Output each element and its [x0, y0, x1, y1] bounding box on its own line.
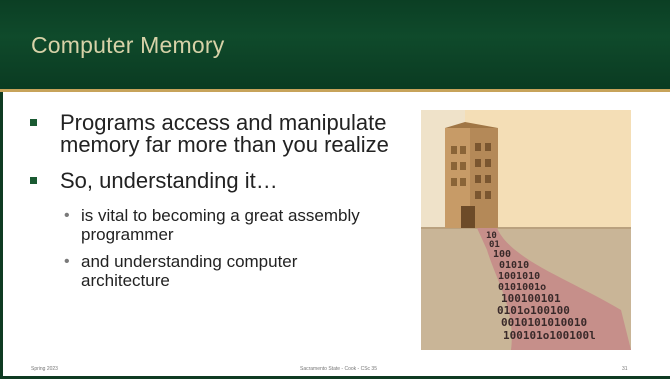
svg-text:01010: 01010 [499, 260, 529, 271]
building-icon [445, 122, 498, 228]
sub-bullet-item: • is vital to becoming a great assembly … [64, 206, 390, 244]
sub-bullet-item: • and understanding computer architectur… [64, 252, 390, 290]
svg-text:1001010: 1001010 [498, 271, 540, 282]
sub-bullet-dot-icon: • [64, 207, 70, 224]
svg-text:100100101: 100100101 [501, 292, 561, 305]
footer-date: Spring 2023 [31, 366, 58, 372]
svg-text:100101o100100l: 100101o100100l [503, 329, 596, 342]
svg-text:100: 100 [493, 249, 511, 260]
footer-course: Sacramento State - Cook - CSc 35 [300, 366, 377, 372]
title-bar: Computer Memory [0, 0, 670, 92]
bullet-item: Programs access and manipulate memory fa… [30, 110, 390, 157]
svg-text:01: 01 [489, 240, 500, 250]
title-divider [0, 89, 670, 92]
svg-text:0010101010010: 0010101010010 [501, 316, 587, 329]
svg-text:0101o100100: 0101o100100 [497, 304, 570, 317]
svg-text:0101001o: 0101001o [498, 282, 546, 293]
left-rule [0, 0, 3, 379]
bullet-item: So, understanding it… [30, 168, 390, 193]
bullet-text: So, understanding it… [60, 168, 278, 193]
sub-bullet-text: is vital to becoming a great assembly pr… [81, 206, 360, 244]
bullet-square-icon [30, 119, 37, 126]
slide-title: Computer Memory [31, 32, 225, 58]
bullet-square-icon [30, 177, 37, 184]
footer-line [0, 376, 670, 379]
illustration-svg: 10 01 100 01010 1001010 0101001o 1001001… [421, 110, 631, 350]
bullet-list: Programs access and manipulate memory fa… [30, 110, 390, 298]
binary-text: 10 01 100 01010 1001010 0101001o 1001001… [486, 231, 596, 342]
bullet-text: Programs access and manipulate memory fa… [60, 110, 389, 157]
horizon-line [421, 227, 631, 229]
svg-text:10: 10 [486, 231, 497, 241]
sub-bullet-text: and understanding computer architecture [81, 252, 298, 290]
footer-page-number: 31 [622, 366, 628, 372]
binary-road [477, 228, 631, 350]
sub-bullet-dot-icon: • [64, 253, 70, 270]
building-binary-road-illustration: 10 01 100 01010 1001010 0101001o 1001001… [421, 110, 631, 350]
